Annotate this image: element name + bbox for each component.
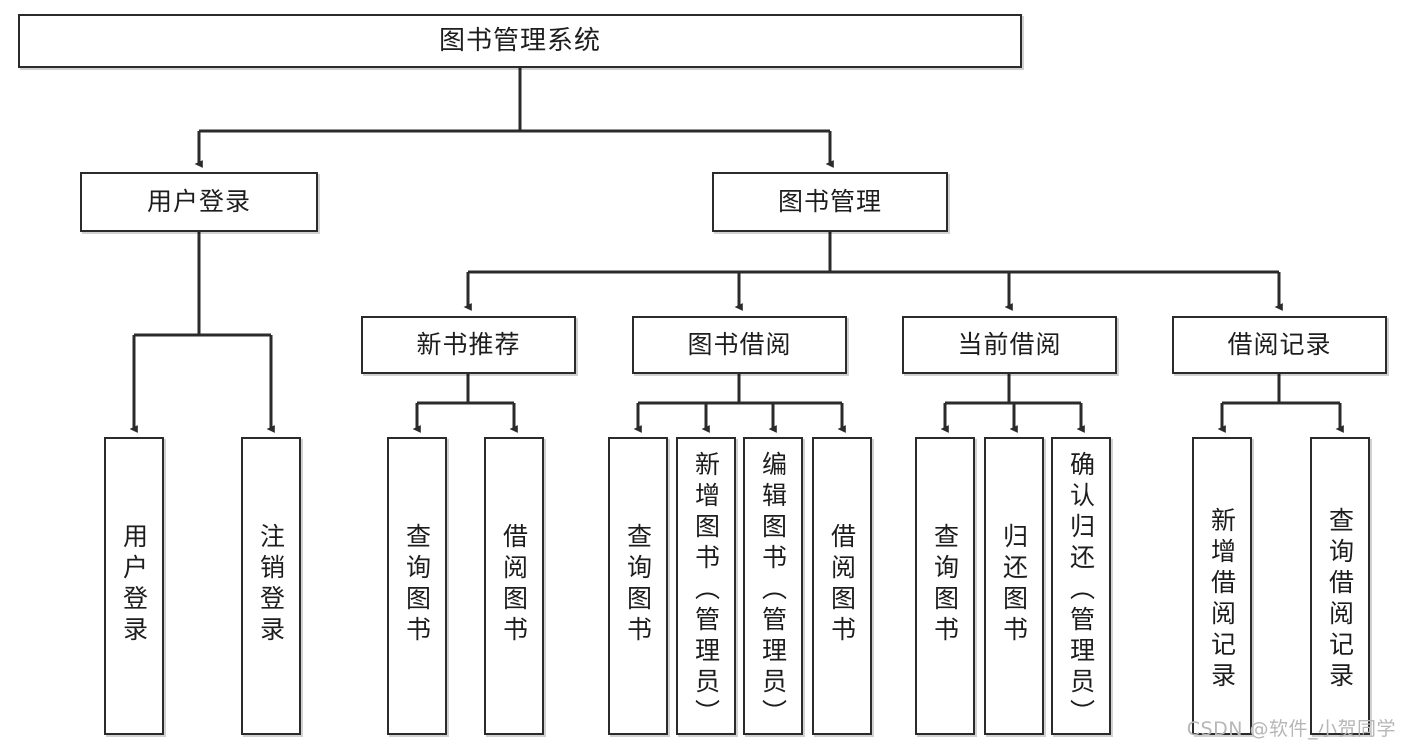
node-leaf-user-login[interactable]: 用户登录 — [104, 437, 164, 735]
node-borrow-record-label: 借阅记录 — [1227, 330, 1332, 360]
node-new-book-rec-label: 新书推荐 — [416, 330, 521, 360]
node-leaf-logout[interactable]: 注销登录 — [241, 437, 301, 735]
node-book-manage[interactable]: 图书管理 — [712, 172, 948, 232]
node-leaf-confirm-return-label: 确认归还（管理员） — [1066, 451, 1096, 730]
node-leaf-add-book[interactable]: 新增图书（管理员） — [676, 437, 736, 735]
node-leaf-add-record-label: 新增借阅记录 — [1207, 507, 1237, 693]
node-new-book-rec[interactable]: 新书推荐 — [361, 316, 576, 374]
node-current-borrow[interactable]: 当前借阅 — [902, 316, 1117, 374]
node-leaf-borrow-book-1[interactable]: 借阅图书 — [484, 437, 544, 735]
node-borrow-record[interactable]: 借阅记录 — [1172, 316, 1387, 374]
node-leaf-query-book-3-label: 查询图书 — [930, 523, 960, 647]
node-leaf-query-book-3[interactable]: 查询图书 — [915, 437, 975, 735]
node-book-borrow[interactable]: 图书借阅 — [632, 316, 847, 374]
csdn-watermark: CSDN @软件_小贺同学 — [1186, 718, 1396, 740]
node-leaf-add-record[interactable]: 新增借阅记录 — [1192, 437, 1252, 735]
node-root-system-label: 图书管理系统 — [438, 25, 601, 56]
node-user-login-label: 用户登录 — [146, 187, 251, 217]
node-leaf-borrow-book-1-label: 借阅图书 — [499, 523, 529, 647]
node-leaf-add-book-label: 新增图书（管理员） — [691, 451, 721, 730]
node-leaf-query-book-2-label: 查询图书 — [623, 523, 653, 647]
node-leaf-query-record[interactable]: 查询借阅记录 — [1310, 437, 1370, 735]
node-leaf-edit-book-label: 编辑图书（管理员） — [758, 451, 788, 730]
node-book-manage-label: 图书管理 — [777, 187, 882, 217]
node-user-login[interactable]: 用户登录 — [80, 172, 318, 232]
node-leaf-query-book-1-label: 查询图书 — [402, 523, 432, 647]
node-leaf-query-book-1[interactable]: 查询图书 — [387, 437, 447, 735]
node-leaf-return-book[interactable]: 归还图书 — [984, 437, 1044, 735]
node-leaf-borrow-book-2[interactable]: 借阅图书 — [812, 437, 872, 735]
node-book-borrow-label: 图书借阅 — [687, 330, 792, 360]
node-leaf-return-book-label: 归还图书 — [999, 523, 1029, 647]
node-current-borrow-label: 当前借阅 — [957, 330, 1062, 360]
node-root-system[interactable]: 图书管理系统 — [18, 14, 1022, 68]
node-leaf-borrow-book-2-label: 借阅图书 — [827, 523, 857, 647]
node-leaf-query-record-label: 查询借阅记录 — [1325, 507, 1355, 693]
node-leaf-logout-label: 注销登录 — [256, 523, 286, 647]
node-leaf-query-book-2[interactable]: 查询图书 — [608, 437, 668, 735]
node-leaf-confirm-return[interactable]: 确认归还（管理员） — [1051, 437, 1111, 735]
node-leaf-user-login-label: 用户登录 — [119, 523, 149, 647]
node-leaf-edit-book[interactable]: 编辑图书（管理员） — [743, 437, 803, 735]
